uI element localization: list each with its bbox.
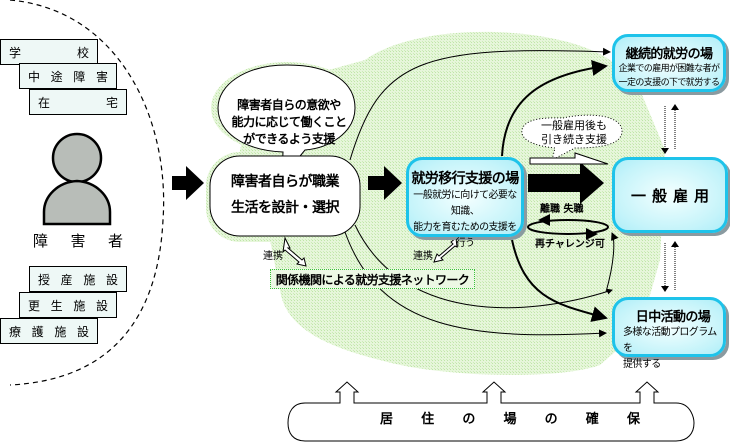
employment-vertical-arrows — [661, 104, 679, 292]
person-label-char: 者 — [107, 232, 123, 250]
continued-support-line: 引き続き支援 — [541, 133, 607, 146]
continued-support-arrow — [529, 152, 609, 165]
self-choice-box: 障害者自らが職業 生活を設計・選択 — [212, 157, 358, 233]
day-activity-title: 日中活動の場 — [635, 310, 711, 325]
cooperation-arrow-right — [433, 237, 458, 263]
origin-mid-career-disability: 中 途 障 害 — [19, 63, 117, 89]
continued-support-line: 一般雇用後も — [541, 119, 607, 132]
continued-work-line: 企業での雇用が困難な者が — [618, 64, 720, 74]
origin-care-facility: 療 護 施 設 — [0, 318, 98, 344]
employment-char: 般 — [651, 186, 667, 205]
origin-char: 更 — [28, 299, 41, 313]
origin-char: 途 — [50, 70, 63, 84]
origin-char: 療 — [9, 325, 22, 339]
origin-char: 授 — [38, 273, 51, 287]
origin-school: 学 校 — [0, 39, 98, 65]
arrow-to-transition — [368, 166, 402, 200]
transition-line: 一般就労に向けて必要な知識、 — [413, 190, 517, 217]
continued-work-box: 継続的就労の場 企業での雇用が困難な者が 一定の支援の下で就労する — [612, 34, 726, 92]
rechallenge-loop — [527, 219, 609, 235]
origin-char: 設 — [95, 299, 108, 313]
transition-title: 就労移行支援の場 — [411, 171, 519, 187]
self-choice-shape — [209, 155, 361, 237]
curve-to-day-activity — [344, 231, 607, 338]
origin-char: 設 — [105, 273, 118, 287]
speech-line: 能力に応じて働くこと — [231, 115, 347, 129]
day-activity-line: 提供する — [623, 359, 661, 370]
employment-char: 一 — [631, 186, 647, 205]
curve-to-continued-work — [349, 47, 611, 161]
curve-transition-to-continued — [501, 59, 608, 157]
transition-support-box: 就労移行支援の場 一般就労に向けて必要な知識、 能力を育むための支援を行う — [406, 157, 524, 249]
housing-label: 居 住 の 場 の 確 保 — [380, 408, 640, 427]
housing-char: 確 — [585, 412, 599, 427]
origin-char: 施 — [54, 325, 67, 339]
origin-char: 校 — [76, 46, 89, 60]
origin-sheltered-workshop: 授 産 施 設 — [29, 266, 127, 292]
speech-bubble: 障害者自らの意欲や 能力に応じて働くこと ができるよう支援 — [224, 97, 354, 148]
person-icon — [42, 132, 112, 226]
origin-rehabilitation-facility: 更 生 施 設 — [19, 292, 117, 318]
housing-char: 居 — [380, 412, 394, 427]
arrow-to-choice — [172, 166, 204, 200]
origin-boundary — [9, 0, 165, 386]
person-label-char: 障 — [33, 232, 49, 250]
continued-work-line: 一定の支援の下で就労する — [618, 78, 720, 88]
continued-support-bubble-shape — [521, 114, 623, 161]
speech-line: 障害者自らの意欲や — [237, 98, 341, 112]
continued-support-bubble: 一般雇用後も 引き続き支援 — [527, 119, 621, 147]
origin-char: 産 — [60, 273, 73, 287]
general-employment-box: 一 般 雇 用 — [612, 157, 728, 233]
origin-char: 宅 — [105, 96, 118, 110]
origin-char: 設 — [76, 325, 89, 339]
origin-char: 施 — [73, 299, 86, 313]
origin-char: 学 — [9, 46, 22, 60]
employment-char: 雇 — [672, 186, 688, 205]
day-activity-box: 日中活動の場 多様な活動プログラムを 提供する — [612, 297, 726, 370]
arrow-to-employment — [528, 162, 604, 204]
cooperation-arrow-left — [282, 236, 307, 267]
self-choice-line: 障害者自らが職業 — [231, 174, 340, 190]
origin-at-home: 在 宅 — [29, 89, 127, 115]
origin-char: 障 — [73, 70, 86, 84]
curve-transition-to-day — [511, 239, 608, 322]
employment-char: 用 — [693, 186, 709, 205]
housing-char: 住 — [421, 412, 435, 427]
housing-char: の — [462, 412, 476, 427]
transition-line: 能力を育むための支援を行う — [413, 222, 517, 249]
housing-base-shape — [287, 381, 695, 442]
origin-char: 中 — [28, 70, 41, 84]
day-activity-line: 多様な活動プログラムを — [623, 327, 717, 354]
rechallenge-label: 再チャレンジ可 — [535, 239, 605, 250]
cooperation-label-left: 連携 — [263, 251, 283, 262]
cooperation-label-right: 連携 — [413, 251, 433, 262]
housing-char: 保 — [626, 412, 640, 427]
housing-char: 場 — [503, 412, 517, 427]
speech-line: ができるよう支援 — [243, 132, 335, 146]
origin-char: 生 — [50, 299, 63, 313]
origin-char: 在 — [38, 96, 51, 110]
support-network-box: 関係機関による就労支援ネットワーク — [270, 269, 475, 289]
origin-char: 護 — [31, 325, 44, 339]
self-choice-line: 生活を設計・選択 — [231, 200, 340, 216]
origin-char: 施 — [83, 273, 96, 287]
curve-up-to-employment — [605, 232, 619, 293]
person-label-char: 害 — [70, 232, 86, 250]
job-loss-label: 離職 失職 — [540, 204, 584, 215]
housing-char: の — [544, 412, 558, 427]
curve-to-employment-low — [354, 224, 613, 309]
person-label: 障 害 者 — [33, 230, 123, 251]
origin-char: 害 — [95, 70, 108, 84]
continued-work-title: 継続的就労の場 — [625, 47, 713, 62]
